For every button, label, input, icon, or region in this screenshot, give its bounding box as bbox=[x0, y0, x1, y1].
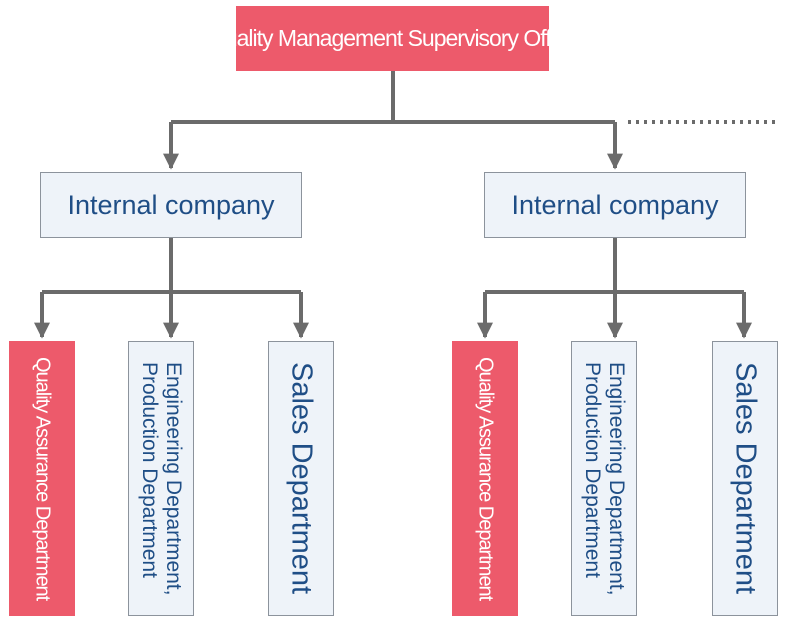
engineering-production-department-right: Engineering Department, Production Depar… bbox=[571, 341, 637, 616]
dept-label: Quality Assurance Department bbox=[31, 356, 54, 601]
internal-company-right: Internal company bbox=[484, 172, 746, 238]
quality-management-supervisory-office: Quality Management Supervisory Office bbox=[208, 6, 578, 71]
quality-assurance-department-right: Quality Assurance Department bbox=[452, 341, 518, 616]
top-box-label: Quality Management Supervisory Office bbox=[207, 25, 578, 51]
company-label-left: Internal company bbox=[67, 189, 275, 220]
company-label-right: Internal company bbox=[511, 189, 719, 220]
quality-assurance-department-left: Quality Assurance Department bbox=[9, 341, 75, 616]
sales-department-left: Sales Department bbox=[268, 341, 334, 616]
engineering-production-department-left: Engineering Department, Production Depar… bbox=[128, 341, 194, 616]
dept-label: Quality Assurance Department bbox=[474, 356, 497, 601]
dept-label: Sales Department bbox=[729, 362, 762, 595]
sales-department-right: Sales Department bbox=[712, 341, 778, 616]
dept-label: Engineering Department, Production Depar… bbox=[581, 361, 628, 596]
dept-label: Engineering Department, Production Depar… bbox=[138, 361, 185, 596]
internal-company-left: Internal company bbox=[40, 172, 302, 238]
dept-label: Sales Department bbox=[285, 362, 318, 595]
